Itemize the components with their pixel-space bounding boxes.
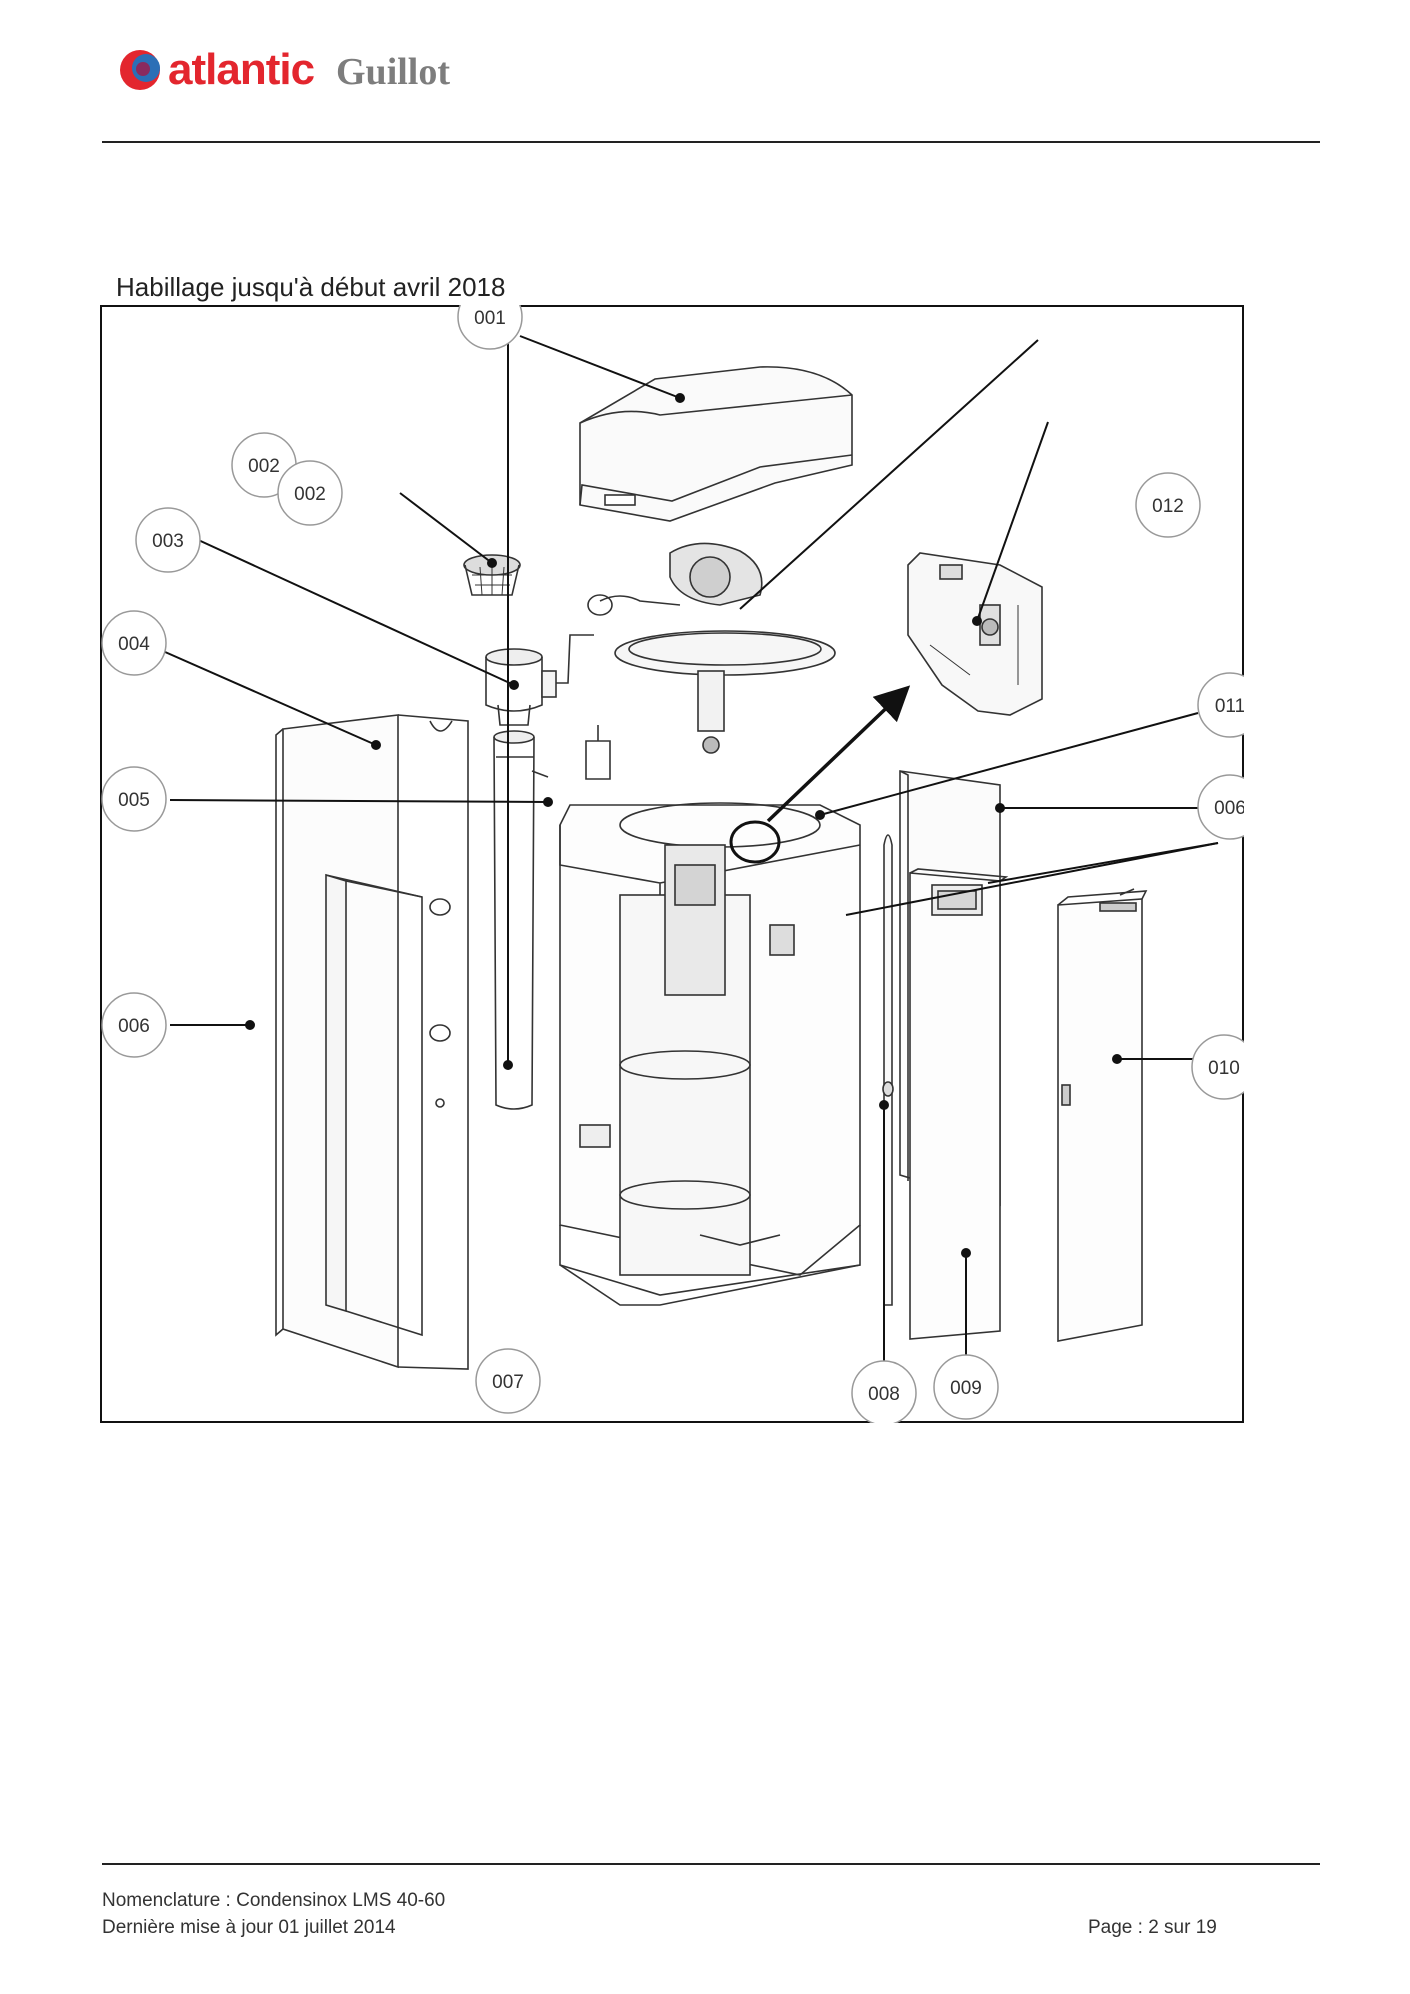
callout-006a-label: 006 <box>118 1016 150 1037</box>
callout-011-label: 011 <box>1215 696 1244 717</box>
diagram-frame <box>100 305 1244 1423</box>
section-title: Habillage jusqu'à début avril 2018 <box>116 272 506 302</box>
brand-logo: atlantic Guillot <box>118 42 518 98</box>
part-zoom-marker <box>729 685 911 864</box>
callout-003-label: 003 <box>152 531 184 552</box>
callout-009: 009 <box>933 1354 999 1420</box>
callout-012-label: 012 <box>1152 496 1184 517</box>
callout-007: 007 <box>475 1348 541 1414</box>
part-door-panel <box>1057 888 1148 1342</box>
callout-002a-label: 002 <box>248 456 280 477</box>
part-front-panel <box>909 868 1009 1340</box>
exploded-diagram: 001 002 002 003 004 005 006 006 007 008 … <box>100 305 1244 1423</box>
callout-003: 003 <box>135 507 201 573</box>
logo-text-atlantic: atlantic <box>168 45 315 94</box>
callout-007-label: 007 <box>492 1372 524 1393</box>
callout-010: 010 <box>1191 1034 1244 1100</box>
callout-008-label: 008 <box>868 1384 900 1405</box>
part-thin-rod <box>882 834 894 1306</box>
callout-002b-label: 002 <box>294 484 326 505</box>
footer-rule <box>102 1863 1320 1865</box>
callout-005-label: 005 <box>118 790 150 811</box>
callout-006a: 006 <box>101 992 167 1058</box>
callout-006b-label: 006 <box>1214 798 1244 819</box>
part-control-module <box>907 552 1043 716</box>
part-left-side-panel <box>325 873 423 1337</box>
callout-011: 011 <box>1197 672 1244 738</box>
part-burner-fan <box>587 542 836 754</box>
callout-001-label: 001 <box>474 308 506 329</box>
part-back-panel <box>275 714 469 1370</box>
callout-005: 005 <box>101 766 167 832</box>
callout-006b: 006 <box>1197 774 1244 840</box>
logo-mark-icon <box>120 50 160 90</box>
callout-001: 001 <box>457 305 523 350</box>
part-boiler-chassis <box>559 725 861 1306</box>
callout-004: 004 <box>101 610 167 676</box>
footer-page-number: Page : 2 sur 19 <box>1088 1917 1217 1938</box>
footer-last-updated: Dernière mise à jour 01 juillet 2014 <box>102 1917 396 1938</box>
callout-004-label: 004 <box>118 634 150 655</box>
part-top-hood <box>579 366 853 522</box>
part-flue-pipe <box>493 730 549 1110</box>
callout-009-label: 009 <box>950 1378 982 1399</box>
callout-008: 008 <box>851 1360 917 1423</box>
part-flue-adapter <box>485 634 594 726</box>
header-rule <box>102 141 1320 143</box>
callout-002b: 002 <box>277 460 343 526</box>
callout-012: 012 <box>1135 472 1201 538</box>
callout-010-label: 010 <box>1208 1058 1240 1079</box>
footer-document-name: Nomenclature : Condensinox LMS 40-60 <box>102 1890 446 1911</box>
logo-text-guillot: Guillot <box>336 51 451 93</box>
